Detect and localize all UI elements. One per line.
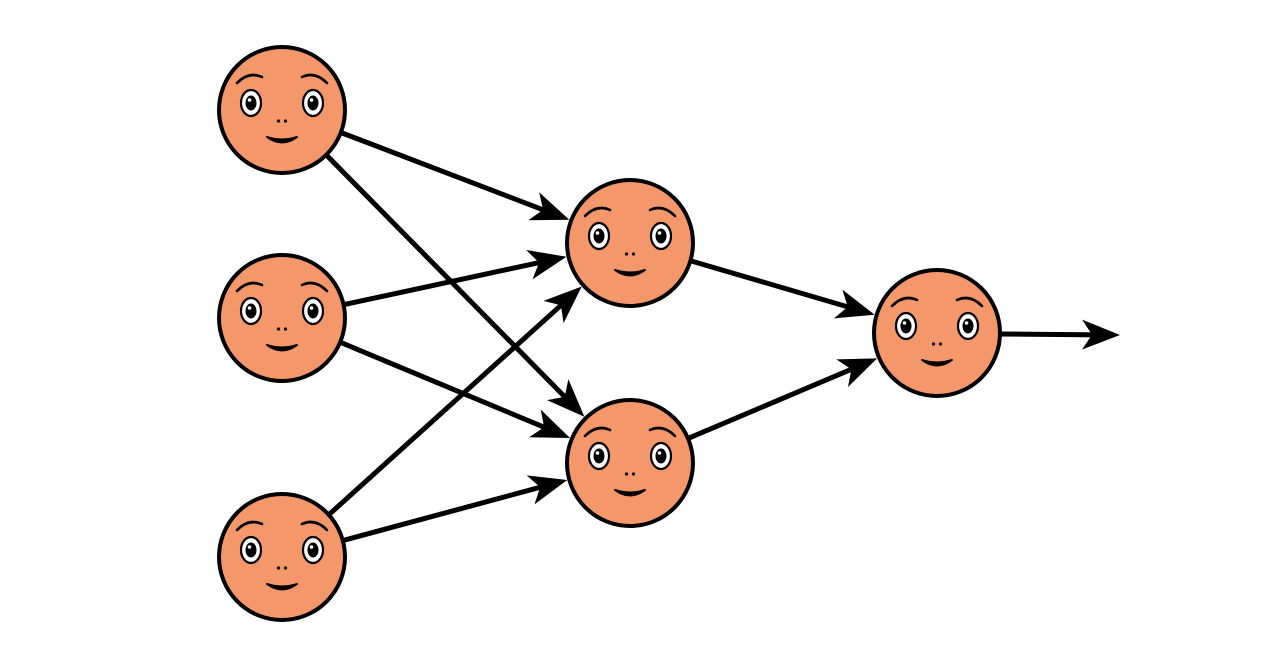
edge-input-3-to-hidden-2 [340, 475, 568, 544]
smiley-face-icon [217, 253, 347, 383]
smiley-face-icon [872, 268, 1002, 398]
arrow-icon [528, 192, 570, 221]
arrow-icon [543, 286, 582, 324]
arrow-icon [526, 250, 567, 280]
smiley-face-icon [217, 492, 347, 622]
arrow-icon [529, 409, 570, 438]
arrow-icon [547, 379, 585, 417]
arrow-icon [833, 289, 875, 319]
node-hidden-1 [565, 178, 695, 308]
output-arrow [997, 319, 1120, 350]
edge-hidden-2-to-output-1 [685, 358, 878, 441]
node-hidden-2 [565, 398, 695, 528]
smiley-face-icon [217, 45, 347, 175]
node-input-1 [217, 45, 347, 175]
edge-input-1-to-hidden-2 [323, 152, 585, 417]
arrow-icon [526, 475, 568, 505]
node-output-1 [872, 268, 1002, 398]
edge-input-1-to-hidden-1 [338, 129, 570, 221]
node-input-2 [217, 253, 347, 383]
node-input-3 [217, 492, 347, 622]
connections [323, 129, 1120, 544]
edge-input-2-to-hidden-2 [337, 339, 570, 438]
edge-input-3-to-hidden-1 [326, 286, 582, 518]
edge-input-2-to-hidden-1 [341, 250, 567, 308]
edge-hidden-1-to-output-1 [687, 258, 875, 319]
arrow-icon [1081, 319, 1120, 350]
nodes [217, 45, 1002, 622]
smiley-face-icon [565, 398, 695, 528]
arrow-icon [836, 358, 878, 387]
smiley-face-icon [565, 178, 695, 308]
